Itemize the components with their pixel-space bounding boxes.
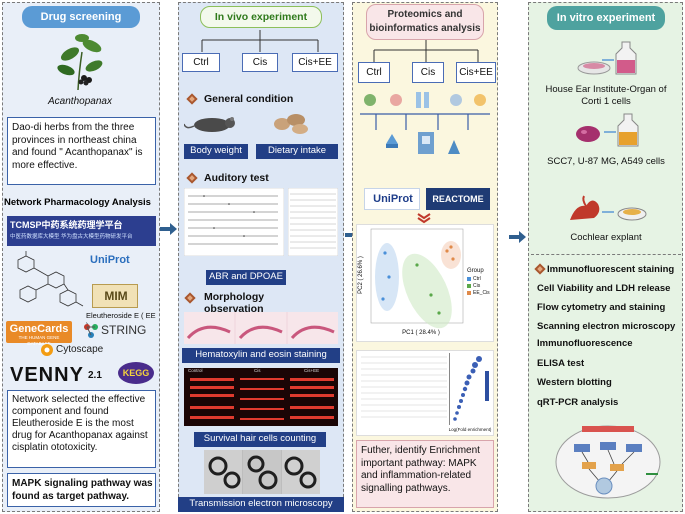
proteomics-group-ctrl: Ctrl: [358, 62, 390, 83]
cytoscape-icon: [41, 344, 53, 356]
cochlear-explant-image: [570, 195, 647, 221]
pca-x-label: PC1 ( 28.4% ): [402, 330, 440, 336]
genecards-logo: GeneCards THE HUMAN GENE DATABASE: [6, 321, 72, 346]
dao-di-text-box: Dao-di herbs from the three provinces in…: [7, 117, 156, 185]
mouse-image: [184, 117, 235, 132]
in-vitro-assay-item: qRT-PCR analysis: [537, 397, 619, 408]
uniprot-logo: UniProt: [90, 254, 130, 266]
string-icon: [84, 324, 98, 338]
dpoae-table-image: [288, 188, 338, 256]
reactome-logo: REACTOME: [426, 188, 490, 210]
signaling-pathway-diagram-image: [555, 425, 661, 499]
network-result-box: Network selected the effective component…: [7, 390, 156, 468]
dietary-intake-label: Dietary intake: [256, 144, 338, 159]
in-vitro-assay-item: Immunofluorescent staining: [547, 264, 675, 275]
proteomics-findings-text: Futher, identify Enrichment important pa…: [361, 445, 480, 494]
proteomics-workflow-image: [360, 92, 490, 154]
mapk-target-text: MAPK signaling pathway was found as targ…: [12, 478, 153, 502]
kegg-logo: KEGG: [118, 362, 154, 384]
in-vitro-header: In vitro experiment: [547, 6, 665, 30]
pca-plot: PC1 ( 28.4% ) PC2 ( 26.6% ) Group Ctrl C…: [356, 224, 494, 342]
he-staining-image: [184, 312, 338, 344]
pca-legend-ctrl: Ctrl: [473, 276, 481, 282]
he-staining-label: Hematoxylin and eosin staining: [182, 348, 340, 363]
flow-arrow-3: [509, 231, 526, 243]
in-vivo-header: In vivo experiment: [200, 6, 322, 28]
survival-hair-cells-label: Survival hair cells counting: [194, 432, 326, 447]
mapk-target-box: MAPK signaling pathway was found as targ…: [7, 473, 156, 507]
string-logo: STRING: [101, 323, 147, 337]
in-vitro-assay-item: Immunofluorescence: [537, 338, 633, 349]
network-result-text: Network selected the effective component…: [12, 394, 148, 453]
enrichment-x-label: Log(Fold enrichment): [448, 427, 492, 432]
cell-culture-flask-image-2: [576, 113, 639, 147]
dao-di-text: Dao-di herbs from the three provinces in…: [12, 122, 143, 171]
proteomics-group-cis: Cis: [412, 62, 444, 83]
pca-y-label: PC2 ( 26.6% ): [358, 256, 364, 294]
drug-screening-header: Drug screening: [22, 6, 140, 28]
abr-dpoae-label: ABR and DPOAE: [206, 270, 286, 285]
venny-version: 2.1: [88, 370, 102, 381]
proteomics-findings-box: Futher, identify Enrichment important pa…: [356, 440, 494, 508]
flow-arrow-1: [160, 223, 177, 235]
in-vivo-group-connector: [201, 30, 319, 52]
enrichment-plot: Log(Fold enrichment): [356, 350, 494, 436]
pca-legend-ee-cis: EE_Cis: [473, 290, 490, 296]
eleutheroside-structure-image: [17, 251, 84, 307]
tem-image: [204, 450, 320, 494]
cytoscape-logo: Cytoscape: [56, 344, 104, 355]
proteomics-group-cis-ee: Cis+EE: [456, 62, 496, 83]
in-vitro-assay-item: Scanning electron microscopy: [537, 321, 676, 332]
hei-oc1-cells-label: House Ear Institute-Organ of Corti 1 cel…: [545, 84, 667, 107]
omim-logo: MIM: [92, 284, 138, 308]
in-vivo-group-cis: Cis: [242, 53, 278, 72]
general-condition-label: General condition: [204, 93, 294, 105]
abr-waveform-image: [184, 188, 284, 256]
pca-legend-cis: Cis: [473, 283, 481, 289]
tcmsp-logo: TCMSP中药系统药理学平台 中医药数据库大模型 华为盘古大模型药物研发平台: [7, 216, 156, 246]
network-pharmacology-title: Network Pharmacology Analysis: [4, 197, 151, 208]
in-vitro-assay-item: Western blotting: [537, 377, 612, 388]
body-weight-label: Body weight: [184, 144, 248, 159]
tem-label: Transmission electron microscopy: [178, 497, 344, 512]
in-vitro-assay-item: ELISA test: [537, 358, 585, 369]
in-vitro-assay-item: Flow cytometry and staining: [537, 302, 666, 313]
in-vivo-group-ctrl: Ctrl: [182, 53, 220, 72]
auditory-test-label: Auditory test: [204, 172, 269, 184]
cochlear-explant-label: Cochlear explant: [570, 232, 642, 243]
in-vitro-divider: [531, 254, 681, 255]
cancer-cells-label: SCC7, U-87 MG, A549 cells: [547, 156, 665, 167]
in-vitro-assay-item: Cell Viability and LDH release: [537, 283, 671, 294]
chevron-down-icon: [417, 213, 431, 224]
food-pellets-image: [274, 114, 308, 134]
uniprot-db-logo: UniProt: [364, 188, 420, 210]
acanthopanax-plant-image: [57, 34, 103, 91]
proteomics-group-connector: [373, 40, 479, 62]
pca-legend-title: Group: [467, 268, 484, 274]
plant-label: Acanthopanax: [48, 96, 112, 107]
hair-cell-fluorescence-image: Control Cis Cis+EE: [184, 368, 338, 426]
cell-culture-flask-image-1: [577, 41, 637, 75]
venny-logo: VENNY: [10, 364, 84, 386]
in-vivo-column: [178, 2, 344, 512]
in-vivo-group-cis-ee: Cis+EE: [292, 53, 338, 72]
proteomics-header: Proteomics and bioinformatics analysis: [366, 4, 484, 40]
